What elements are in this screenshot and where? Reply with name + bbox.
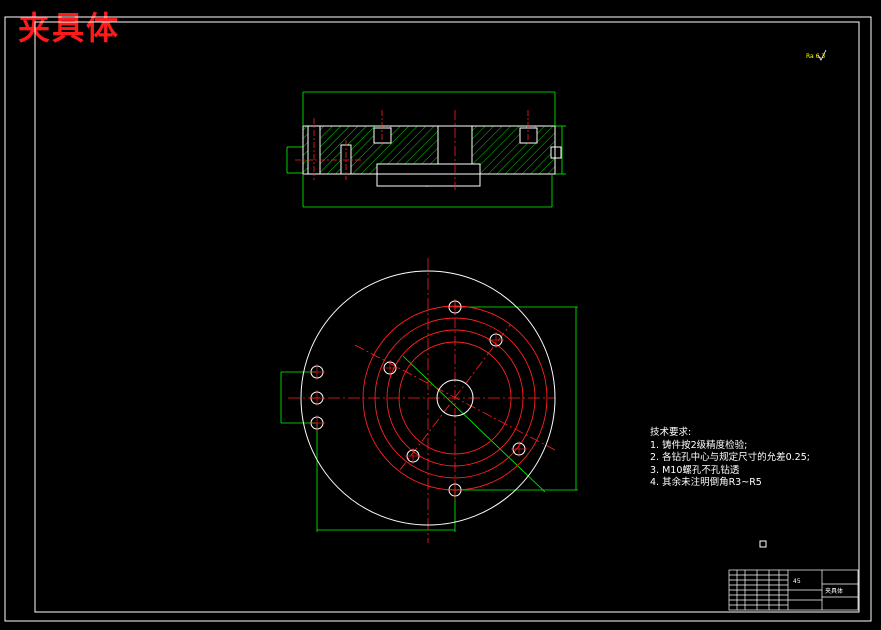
roughness-label: Ra 6.3 — [806, 53, 825, 60]
section-view — [286, 91, 566, 208]
title-block-material: 45 — [793, 578, 801, 585]
technical-requirements: 技术要求: 1. 铸件按2级精度检验; 2. 各钻孔中心与规定尺寸的允差0.25… — [650, 427, 810, 490]
technical-requirement-item: 4. 其余未注明倒角R3~R5 — [650, 477, 762, 488]
technical-requirements-heading: 技术要求: — [650, 427, 692, 438]
inner-frame — [34, 21, 860, 613]
title-block-part-name: 夹具体 — [825, 587, 843, 595]
technical-requirement-item: 3. M10螺孔不孔钻透 — [650, 464, 740, 476]
roughness-symbol: Ra 6.3 — [806, 49, 827, 61]
plan-view — [280, 258, 578, 543]
title-block: 45 夹具体 — [728, 569, 859, 611]
technical-requirement-item: 2. 各钻孔中心与规定尺寸的允差0.25; — [650, 452, 810, 463]
marker-square — [759, 540, 767, 548]
outer-frame — [4, 16, 872, 622]
technical-requirement-item: 1. 铸件按2级精度检验; — [650, 439, 748, 451]
